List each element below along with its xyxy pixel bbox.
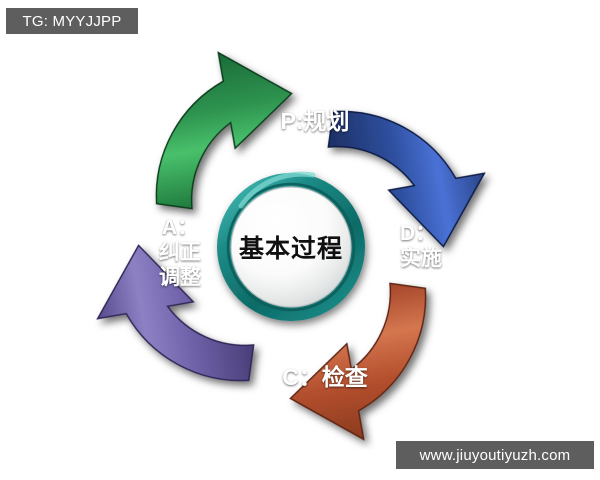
top-left-watermark-text: TG: MYYJJPP <box>22 12 122 30</box>
hub-face-disc <box>231 187 351 307</box>
hub-inner-bevel <box>226 182 356 312</box>
arrow-segment-plan[interactable] <box>133 41 309 214</box>
hub-face-edge <box>230 186 352 308</box>
center-hub: 基本过程 <box>221 177 361 317</box>
top-left-watermark-badge: TG: MYYJJPP <box>6 8 138 34</box>
hub-ring-highlight <box>238 171 316 209</box>
arrow-segment-check[interactable] <box>274 277 450 450</box>
arrow-segment-act[interactable] <box>86 229 259 405</box>
bottom-right-watermark-text: www.jiuyoutiyuzh.com <box>419 446 571 464</box>
bottom-right-watermark-badge: www.jiuyoutiyuzh.com <box>396 441 594 469</box>
pdca-svg-canvas <box>86 41 495 450</box>
pdca-cycle-diagram: P:规划 D： 实施 C：检查 A： 纠正 调整 基本过程 <box>75 30 505 450</box>
arrow-segment-do[interactable] <box>322 88 495 264</box>
center-hub-graphic <box>217 171 365 321</box>
center-hub-label: 基本过程 <box>238 234 343 263</box>
